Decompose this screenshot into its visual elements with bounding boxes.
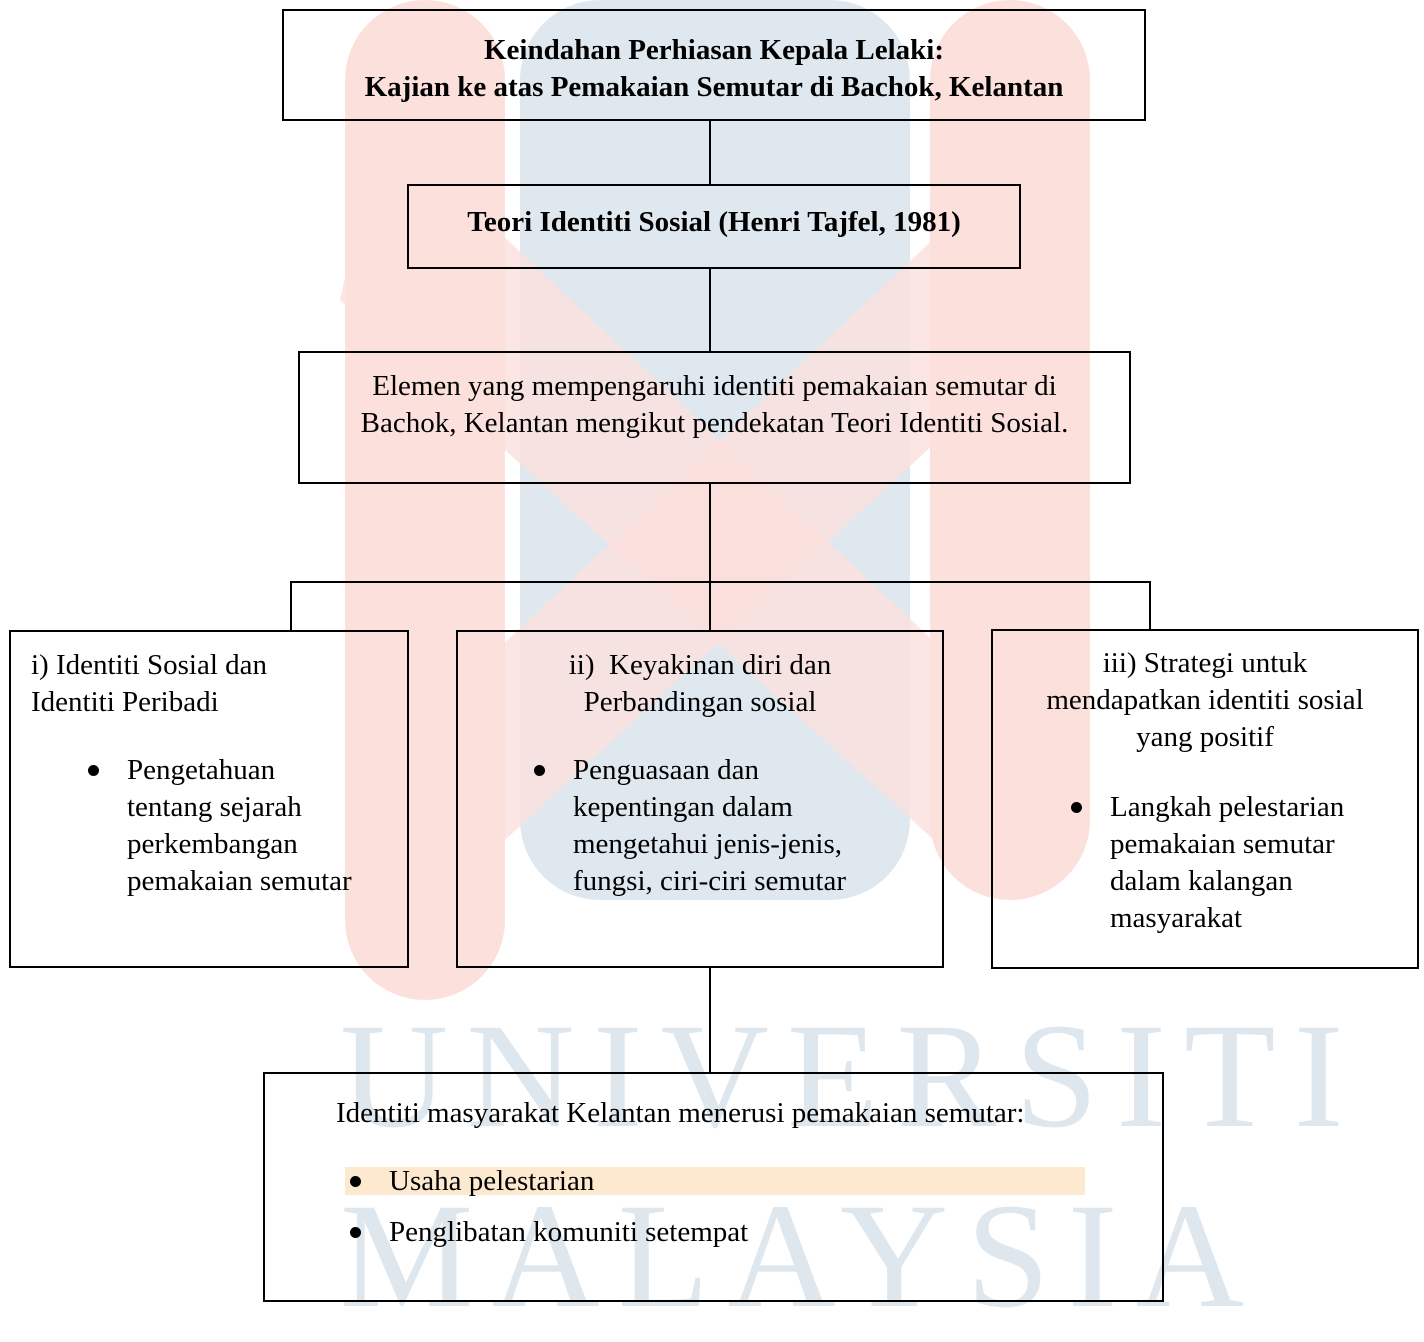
- branch-2-bullet-line: fungsi, ciri-ciri semutar: [573, 865, 846, 897]
- branch-3-heading-line-1: iii) Strategi untuk: [1102, 647, 1308, 679]
- title-line-1: Keindahan Perhiasan Kepala Lelaki:: [483, 34, 945, 66]
- result-bullet-item: Penglibatan komuniti setempat: [350, 1214, 1162, 1251]
- result-bullet-item: Usaha pelestarian: [350, 1163, 1162, 1200]
- element-line-2: Bachok, Kelantan mengikut pendekatan Teo…: [360, 407, 1069, 439]
- branch-3-box: iii) Strategi untuk mendapatkan identiti…: [991, 629, 1419, 969]
- connector-title-theory: [709, 120, 711, 185]
- branch-2-bullet-list: Penguasaan dan kepentingan dalam mengeta…: [534, 752, 942, 900]
- element-box: Elemen yang mempengaruhi identiti pemaka…: [298, 351, 1131, 484]
- branch-1-bullet-list: Pengetahuan tentang sejarah perkembangan…: [88, 752, 407, 900]
- branch-3-bullet: Langkah pelestarian pemakaian semutar da…: [1071, 789, 1417, 937]
- branch-3-bullet-list: Langkah pelestarian pemakaian semutar da…: [1071, 789, 1417, 937]
- element-line-1: Elemen yang mempengaruhi identiti pemaka…: [372, 370, 1057, 402]
- title-box: Keindahan Perhiasan Kepala Lelaki: Kajia…: [282, 9, 1146, 121]
- connector-horizontal-branch: [290, 581, 1151, 583]
- result-box: Identiti masyarakat Kelantan menerusi pe…: [263, 1072, 1164, 1302]
- branch-2-box: ii) Keyakinan diri dan Perbandingan sosi…: [456, 630, 944, 968]
- branch-1-bullet-line: tentang sejarah: [127, 791, 302, 823]
- branch-1-heading-line-1: i) Identiti Sosial dan: [31, 649, 267, 681]
- watermark-text-universiti: UNIVERSITI: [340, 993, 1362, 1159]
- branch-1-bullet-line: perkembangan: [127, 828, 298, 860]
- title-line-2: Kajian ke atas Pemakaian Semutar di Bach…: [364, 71, 1064, 103]
- branch-3-bullet-line: pemakaian semutar: [1110, 828, 1335, 860]
- branch-2-bullet-line: Penguasaan dan: [573, 754, 760, 786]
- connector-branch-3: [1149, 581, 1151, 630]
- watermark-logo: [340, 0, 1090, 1195]
- branch-2-heading-line-2: Perbandingan sosial: [583, 686, 817, 718]
- result-heading: Identiti masyarakat Kelantan menerusi pe…: [336, 1097, 1025, 1129]
- branch-2-bullet-line: kepentingan dalam: [573, 791, 793, 823]
- branch-1-bullet: Pengetahuan tentang sejarah perkembangan…: [88, 752, 407, 900]
- connector-theory-element: [709, 268, 711, 352]
- branch-3-bullet-line: Langkah pelestarian: [1110, 791, 1345, 823]
- branch-1-box: i) Identiti Sosial dan Identiti Peribadi…: [9, 630, 409, 968]
- result-bullet-list: Usaha pelestarian Penglibatan komuniti s…: [350, 1163, 1162, 1251]
- branch-2-bullet-line: mengetahui jenis-jenis,: [573, 828, 842, 860]
- branch-3-bullet-line: masyarakat: [1110, 902, 1243, 934]
- branch-1-bullet-line: Pengetahuan: [127, 754, 276, 786]
- connector-branch-1: [290, 581, 292, 631]
- branch-1-heading-line-2: Identiti Peribadi: [31, 686, 219, 718]
- branch-3-bullet-line: dalam kalangan: [1110, 865, 1293, 897]
- theory-box: Teori Identiti Sosial (Henri Tajfel, 198…: [407, 184, 1021, 269]
- branch-2-bullet: Penguasaan dan kepentingan dalam mengeta…: [534, 752, 942, 900]
- theory-text: Teori Identiti Sosial (Henri Tajfel, 198…: [467, 206, 961, 238]
- branch-1-bullet-line: pemakaian semutar: [127, 865, 352, 897]
- branch-3-heading-line-3: yang positif: [1136, 721, 1274, 753]
- connector-element-branch: [709, 483, 711, 631]
- branch-3-heading-line-2: mendapatkan identiti sosial: [1046, 684, 1364, 716]
- connector-branch2-result: [709, 967, 711, 1073]
- branch-2-heading-line-1: ii) Keyakinan diri dan: [568, 649, 832, 681]
